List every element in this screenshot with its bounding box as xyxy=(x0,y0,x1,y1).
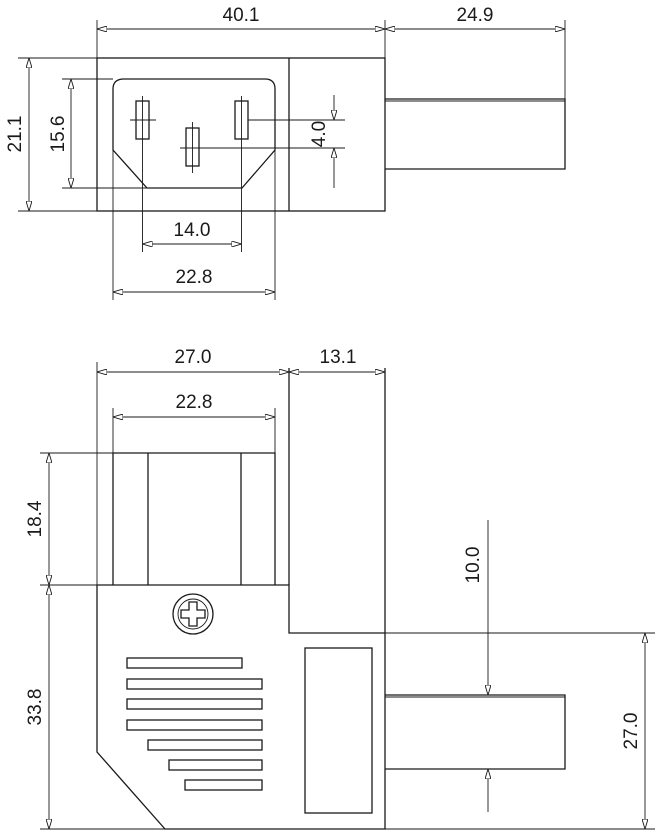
dim-side-body-height: 33.8 xyxy=(25,689,46,726)
top-view: 40.1 24.9 21.1 15.6 4.0 14.0 22.8 xyxy=(5,5,566,300)
screw-icon xyxy=(172,593,214,635)
dim-top-height: 21.1 xyxy=(5,116,26,153)
side-strain-relief xyxy=(304,647,373,814)
dim-side-cable-height: 27.0 xyxy=(621,713,642,750)
vent-slots xyxy=(126,657,263,791)
dim-top-cable: 24.9 xyxy=(457,5,494,26)
dim-top-socket-width: 22.8 xyxy=(176,267,213,288)
top-cable xyxy=(385,98,566,170)
dim-top-socket-height: 15.6 xyxy=(48,116,69,153)
dim-side-socket-depth: 18.4 xyxy=(25,500,46,537)
side-view: 27.0 13.1 22.8 18.4 33.8 10.0 27.0 xyxy=(25,347,655,830)
dim-side-socket-width: 22.8 xyxy=(176,392,213,413)
side-body-outline xyxy=(96,584,386,830)
side-socket-outline xyxy=(112,452,276,585)
dim-top-pin-spacing: 14.0 xyxy=(174,220,211,241)
dim-top-width: 40.1 xyxy=(223,5,260,26)
dim-side-back-depth: 13.1 xyxy=(320,347,357,368)
top-body-outline xyxy=(96,57,386,212)
dim-side-body-width: 27.0 xyxy=(175,347,212,368)
socket-outline xyxy=(112,78,276,189)
dim-side-cable-offset: 10.0 xyxy=(463,547,484,584)
side-cable xyxy=(385,694,566,770)
dim-top-pin-offset: 4.0 xyxy=(309,121,330,147)
